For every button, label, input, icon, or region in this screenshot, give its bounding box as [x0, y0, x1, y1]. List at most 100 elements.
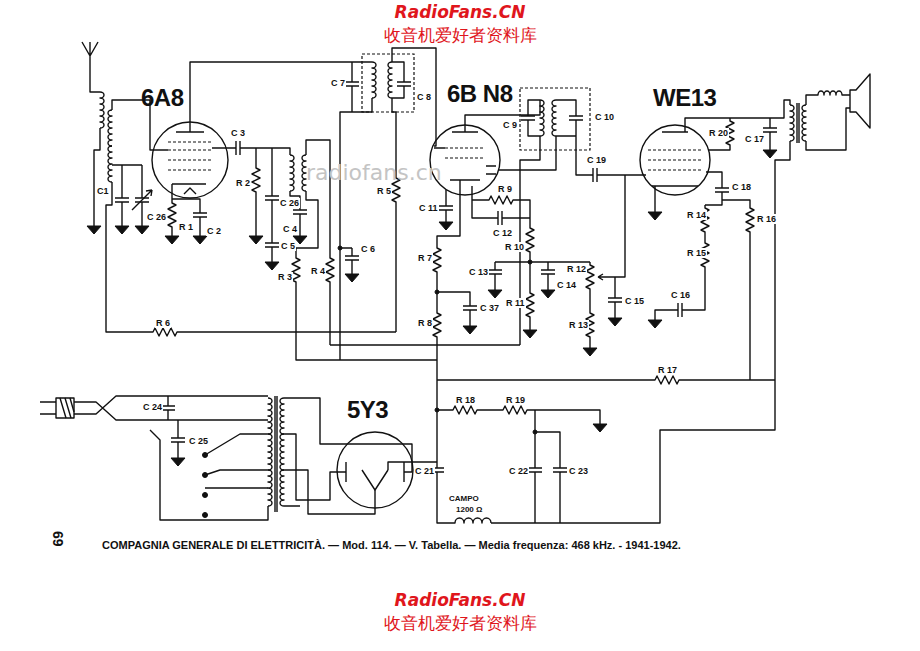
- wire: [330, 100, 585, 345]
- component-label: R 13: [568, 320, 589, 330]
- component-label: C 26: [279, 198, 300, 208]
- coil-symbol: [268, 470, 272, 506]
- component-label: C 26: [146, 212, 167, 222]
- coil-symbol: [302, 155, 306, 191]
- vacuum-tube: [337, 432, 413, 508]
- ground-symbol: [87, 150, 777, 466]
- capacitor-symbol: [397, 74, 411, 94]
- coil-symbol: [100, 92, 104, 128]
- resistor-symbol: [150, 118, 754, 414]
- junction-dot: [435, 408, 439, 412]
- field-coil-label: CAMPO: [448, 494, 480, 503]
- coil-symbol: [268, 434, 272, 470]
- component-label: C 37: [479, 303, 500, 313]
- resistor-symbol: [586, 262, 594, 292]
- component-label: R 1: [178, 222, 194, 232]
- resistor-symbol: [450, 406, 480, 414]
- junction-dot: [203, 473, 208, 478]
- capacitor-symbol: [763, 120, 777, 140]
- resistor-symbol: [652, 376, 682, 384]
- vacuum-tube: [152, 122, 228, 198]
- tube-grid: [168, 54, 702, 170]
- tube-grid: [168, 142, 212, 170]
- vacuum-tube: [172, 132, 206, 194]
- component-label: C1: [96, 186, 110, 196]
- vacuum-tube: [346, 462, 404, 490]
- coil-symbol: [790, 105, 794, 141]
- resistor-symbol: [746, 205, 754, 235]
- component-label: C 2: [206, 226, 222, 236]
- watermark-text: 收音机爱好者资料库: [0, 612, 920, 635]
- resistor-symbol: [252, 165, 260, 195]
- ground-symbol: [488, 290, 502, 298]
- watermark-text: 收音机爱好者资料库: [0, 24, 920, 47]
- capacitor-symbol: [541, 262, 555, 282]
- component-label: R 5: [376, 186, 392, 196]
- ground-symbol: [265, 262, 279, 270]
- wire: [560, 91, 850, 523]
- watermark-text: RadioFans.CN: [0, 590, 920, 610]
- component-label: C 4: [282, 224, 298, 234]
- coil-symbol: [280, 470, 284, 506]
- tube-grid: [362, 54, 590, 150]
- capacitor-symbol: [608, 290, 622, 310]
- component-label: R 18: [455, 395, 476, 405]
- component-label: C 12: [492, 228, 513, 238]
- ground-symbol: [608, 318, 622, 326]
- component-label: R 2: [235, 178, 251, 188]
- coil-symbol: [280, 398, 284, 434]
- wire: [605, 100, 790, 380]
- ground-symbol: [763, 150, 777, 158]
- ground-symbol: [593, 424, 607, 432]
- junction-dot: [528, 260, 532, 264]
- capacitor-symbol: [345, 248, 359, 268]
- ground-symbol: [165, 236, 179, 244]
- capacitor-symbol: [193, 205, 207, 225]
- component-label: R 8: [417, 318, 433, 328]
- capacitor-symbol: [528, 460, 542, 480]
- component-label: R 16: [756, 214, 777, 224]
- resistor-symbol: [292, 255, 300, 285]
- tube-grid: [648, 150, 702, 170]
- coil-symbol: [280, 434, 284, 470]
- wire: [150, 103, 799, 520]
- vacuum-tube: [450, 132, 496, 180]
- wire: [40, 396, 268, 458]
- junction-dot: [203, 453, 208, 458]
- component-label: C 10: [594, 112, 615, 122]
- component-label: R 14: [686, 210, 707, 220]
- wire: [212, 148, 300, 262]
- tube-name: 5Y3: [346, 396, 389, 424]
- component-label: C 11: [418, 203, 439, 213]
- wire: [437, 360, 775, 523]
- capacitor-symbol: [553, 460, 567, 480]
- capacitor-symbol: [569, 108, 583, 128]
- component-label: R 20: [708, 128, 729, 138]
- component-label: C 25: [188, 436, 209, 446]
- capacitor-symbol: [585, 168, 605, 182]
- component-label: C 8: [416, 92, 432, 102]
- component-label: R 10: [504, 242, 525, 252]
- component-label: C 19: [586, 155, 607, 165]
- capacitor-symbol: [135, 190, 149, 210]
- component-label: R 4: [310, 266, 326, 276]
- ground-symbol: [345, 274, 359, 282]
- wire: [82, 42, 100, 226]
- capacitor-symbol: [265, 188, 279, 208]
- component-label: R 9: [497, 184, 513, 194]
- tube-name: 6B N8: [446, 80, 514, 108]
- capacitor-symbol: [488, 262, 502, 282]
- resistor-symbol: [326, 255, 334, 285]
- component-label: R 7: [417, 253, 433, 263]
- component-label: R 11: [505, 298, 526, 308]
- capacitor-symbol: [715, 180, 729, 200]
- field-coil-label: 1200 Ω: [455, 505, 483, 514]
- resistor-symbol: [168, 200, 176, 230]
- coil-symbol: [108, 110, 112, 146]
- vacuum-tube: [652, 132, 698, 186]
- component-label: C 9: [502, 120, 518, 130]
- coil-symbol: [268, 398, 272, 434]
- resistor-symbol: [526, 225, 534, 255]
